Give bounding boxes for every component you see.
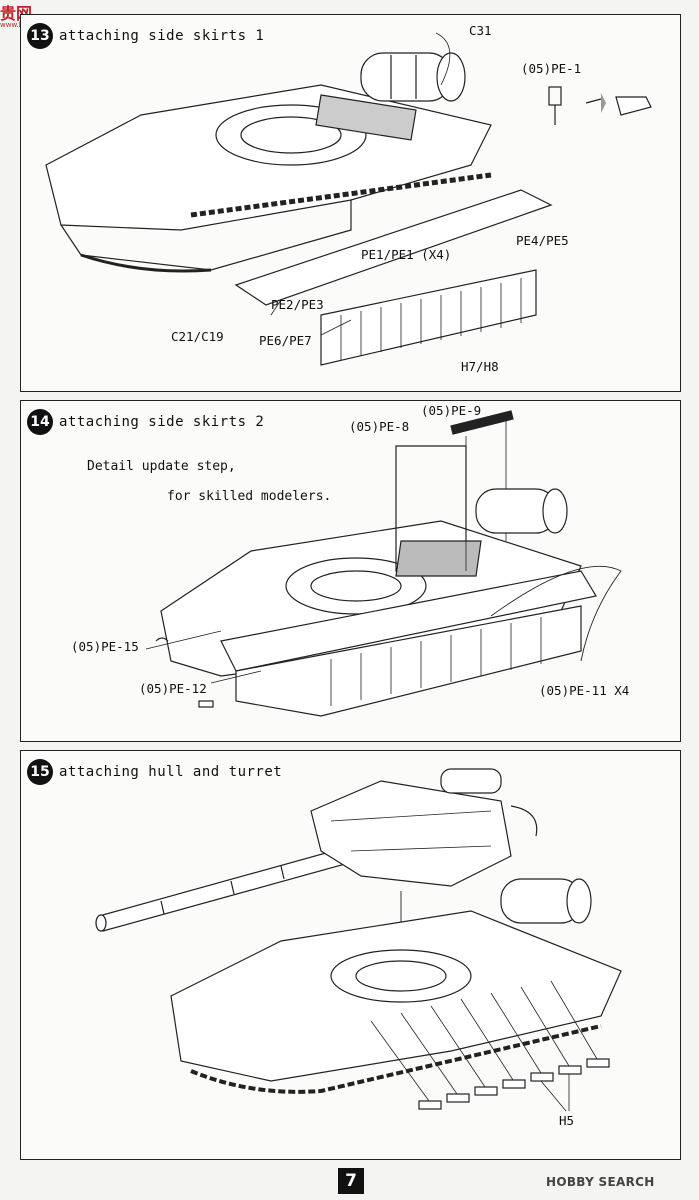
step-13-header: 13 attaching side skirts 1 — [27, 23, 264, 49]
detail-note-line-2: for skilled modelers. — [167, 489, 332, 504]
part-label-pe11-x4: (05)PE-11 X4 — [539, 683, 630, 698]
part-label-pe8: (05)PE-8 — [349, 419, 410, 434]
part-label-pe1: (05)PE-1 — [521, 61, 582, 76]
step-number: 14 — [27, 409, 53, 435]
part-label-pe12: (05)PE-12 — [139, 681, 207, 696]
part-label-pe4-pe5: PE4/PE5 — [516, 233, 569, 248]
step-14-panel: 14 attaching side skirts 2 Detail update… — [20, 400, 681, 742]
tank-side-skirts-2-illustration — [145, 410, 622, 717]
page-number: 7 — [338, 1168, 364, 1194]
step-number: 15 — [27, 759, 53, 785]
step-14-header: 14 attaching side skirts 2 — [27, 409, 264, 435]
step-title: attaching hull and turret — [59, 764, 283, 780]
step-13-panel: 13 attaching side skirts 1 C31 (05)PE-1 … — [20, 14, 681, 392]
hull-and-turret-illustration — [95, 768, 622, 1112]
tank-side-skirts-1-illustration — [45, 32, 652, 366]
step-title: attaching side skirts 2 — [59, 414, 265, 430]
step-15-panel: 15 attaching hull and turret H5 — [20, 750, 681, 1160]
part-label-pe1-x4: PE1/PE1 (X4) — [361, 247, 452, 262]
part-label-h5: H5 — [559, 1113, 575, 1128]
part-label-pe2-pe3: PE2/PE3 — [271, 297, 324, 312]
part-label-h7-h8: H7/H8 — [461, 359, 499, 374]
step-15-header: 15 attaching hull and turret — [27, 759, 282, 785]
part-label-c21-c19: C21/C19 — [171, 329, 224, 344]
part-label-pe6-pe7: PE6/PE7 — [259, 333, 312, 348]
step-title: attaching side skirts 1 — [59, 28, 265, 44]
part-label-pe9: (05)PE-9 — [421, 403, 482, 418]
detail-note-line-1: Detail update step, — [87, 459, 236, 474]
part-label-pe15: (05)PE-15 — [71, 639, 139, 654]
part-label-c31: C31 — [469, 23, 492, 38]
brand-watermark: HOBBY SEARCH — [546, 1175, 655, 1189]
step-number: 13 — [27, 23, 53, 49]
